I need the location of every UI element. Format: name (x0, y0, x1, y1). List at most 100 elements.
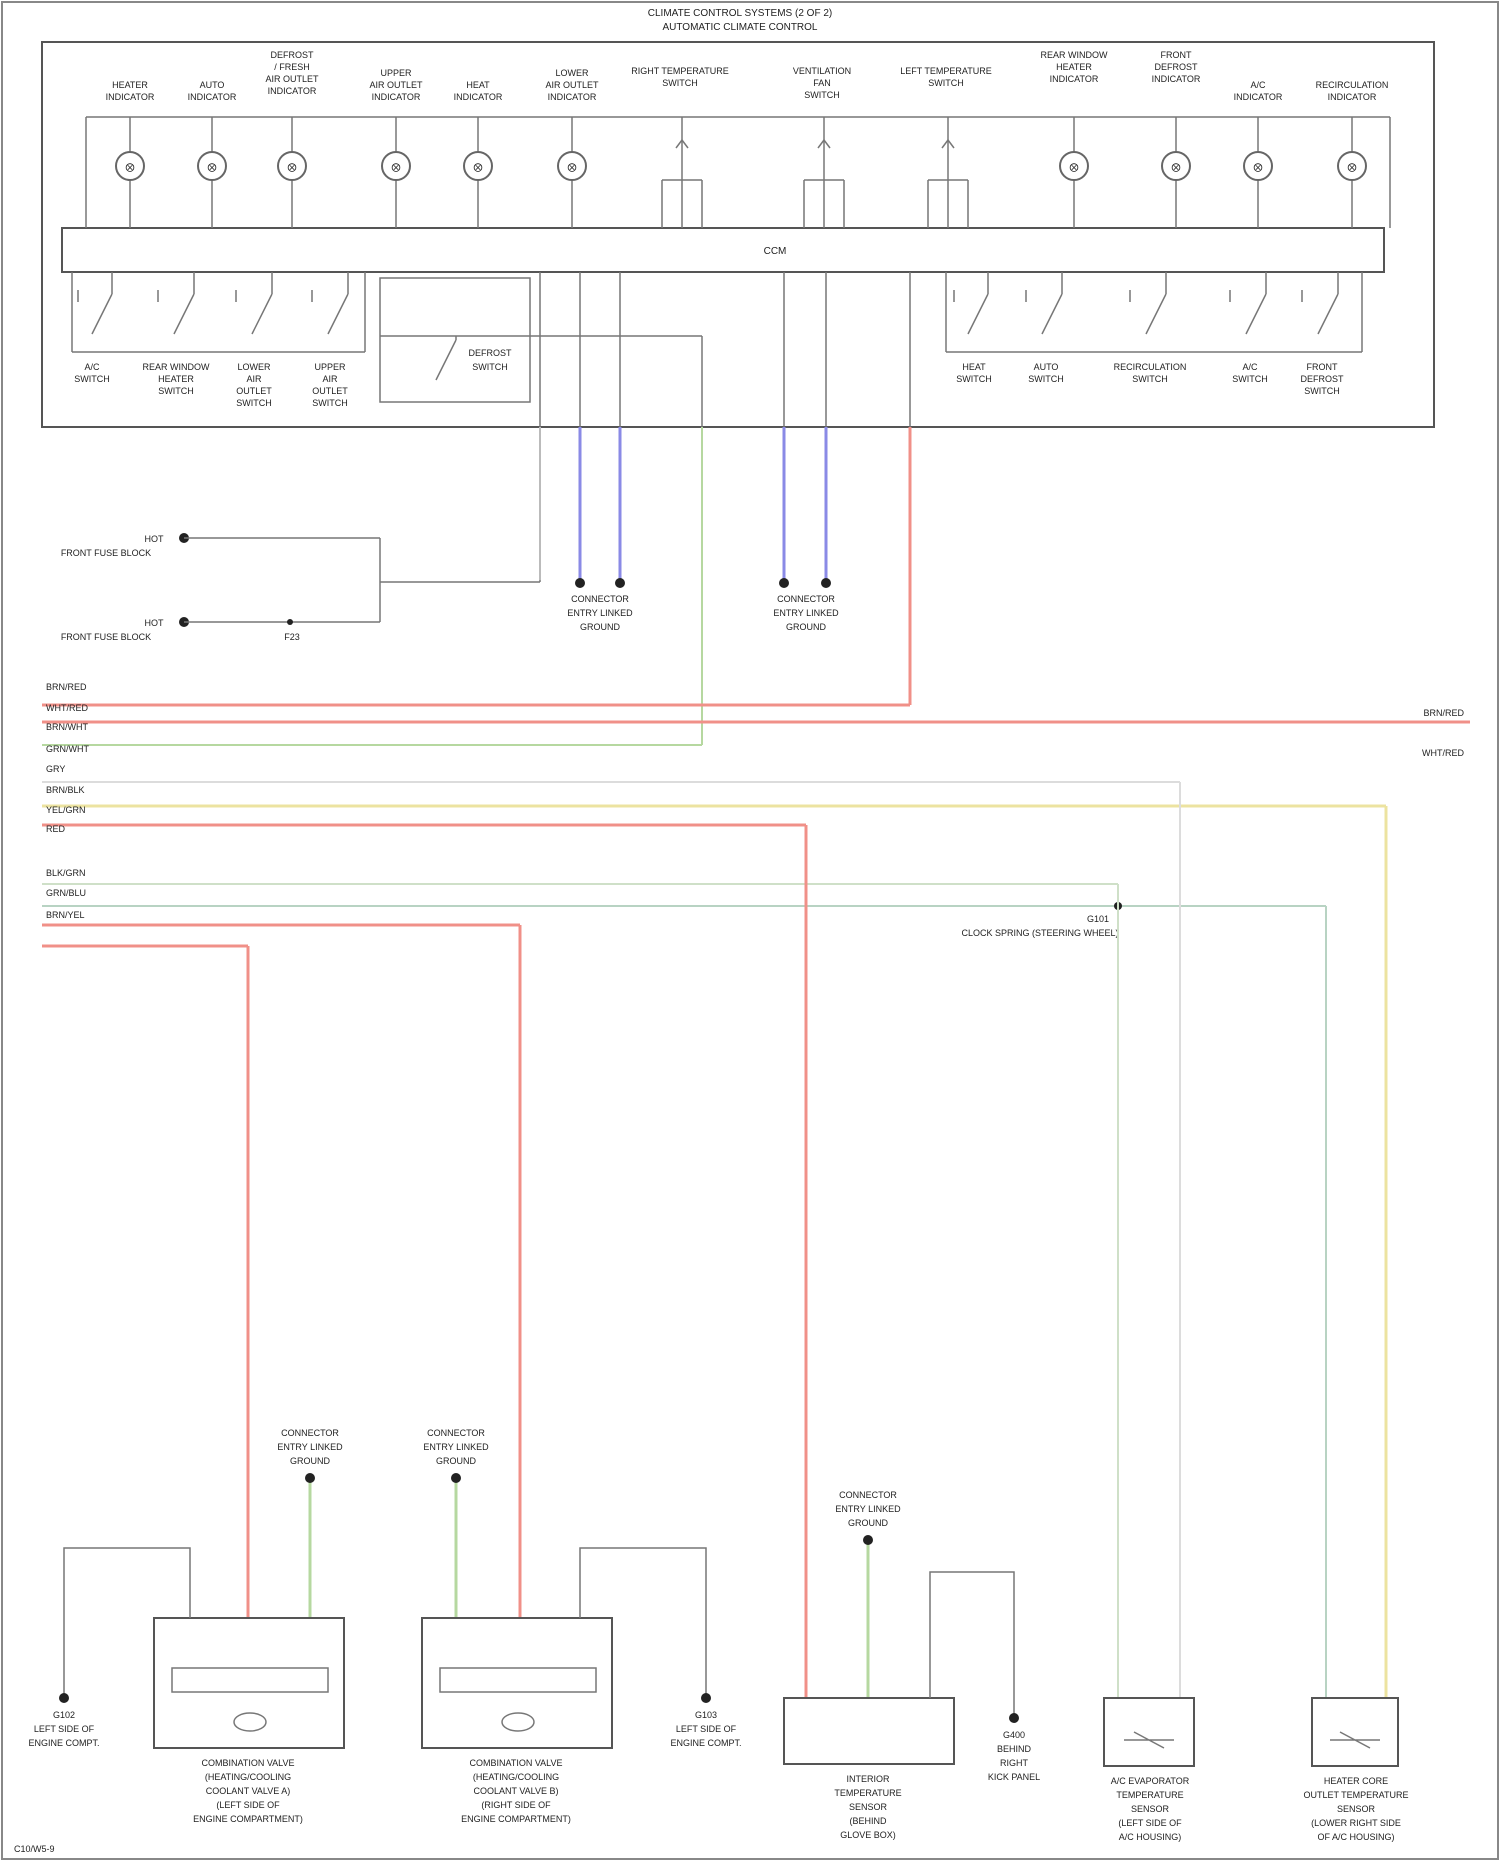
svg-text:⨂: ⨂ (288, 162, 297, 172)
svg-text:AIR OUTLET: AIR OUTLET (369, 80, 423, 90)
switch-contact-icon (158, 272, 194, 334)
svg-text:⨂: ⨂ (208, 162, 217, 172)
indicator-auto: AUTO INDICATOR ⨂ (188, 80, 237, 228)
svg-text:INDICATOR: INDICATOR (454, 92, 503, 102)
interior-temperature-sensor: INTERIOR TEMPERATURE SENSOR (BEHIND GLOV… (784, 1572, 1019, 1840)
svg-text:RIGHT TEMPERATURE: RIGHT TEMPERATURE (631, 66, 729, 76)
svg-text:OUTLET TEMPERATURE: OUTLET TEMPERATURE (1303, 1790, 1408, 1800)
svg-text:SWITCH: SWITCH (74, 374, 110, 384)
svg-text:/ FRESH: / FRESH (274, 62, 310, 72)
svg-text:SWITCH: SWITCH (236, 398, 272, 408)
svg-text:COOLANT VALVE A): COOLANT VALVE A) (206, 1786, 291, 1796)
svg-text:LEFT SIDE OF: LEFT SIDE OF (34, 1724, 95, 1734)
svg-text:INDICATOR: INDICATOR (188, 92, 237, 102)
combination-valve-a: COMBINATION VALVE (HEATING/COOLING COOLA… (59, 1548, 344, 1824)
switch-contact-icon (1130, 272, 1166, 334)
svg-text:FRONT: FRONT (1307, 362, 1338, 372)
svg-text:HEATER CORE: HEATER CORE (1324, 1776, 1388, 1786)
svg-text:INDICATOR: INDICATOR (1328, 92, 1377, 102)
svg-text:FRONT FUSE BLOCK: FRONT FUSE BLOCK (61, 632, 151, 642)
svg-text:CONNECTOR: CONNECTOR (571, 594, 629, 604)
svg-text:A/C: A/C (84, 362, 100, 372)
svg-text:GRN/BLU: GRN/BLU (46, 888, 86, 898)
svg-text:RECIRCULATION: RECIRCULATION (1114, 362, 1187, 372)
svg-text:FAN: FAN (813, 78, 831, 88)
indicator-defrost-fresh-air: DEFROST / FRESH AIR OUTLET INDICATOR ⨂ (265, 50, 319, 228)
svg-text:A/C: A/C (1242, 362, 1258, 372)
svg-text:CONNECTOR: CONNECTOR (281, 1428, 339, 1438)
svg-text:GROUND: GROUND (290, 1456, 330, 1466)
svg-text:SWITCH: SWITCH (1132, 374, 1168, 384)
svg-text:DEFROST: DEFROST (270, 50, 314, 60)
svg-text:SWITCH: SWITCH (804, 90, 840, 100)
svg-text:INDICATOR: INDICATOR (268, 86, 317, 96)
indicator-front-defrost: FRONT DEFROST INDICATOR ⨂ (1152, 50, 1201, 228)
svg-text:(LOWER RIGHT SIDE: (LOWER RIGHT SIDE (1311, 1818, 1401, 1828)
thermistor-icon (1124, 1732, 1174, 1748)
ccm-label: CCM (764, 246, 787, 257)
svg-text:ENGINE COMPARTMENT): ENGINE COMPARTMENT) (193, 1814, 303, 1824)
svg-text:BRN/YEL: BRN/YEL (46, 910, 85, 920)
svg-text:⨂: ⨂ (1254, 162, 1263, 172)
svg-text:LEFT SIDE OF: LEFT SIDE OF (676, 1724, 737, 1734)
svg-text:AUTO: AUTO (1034, 362, 1059, 372)
svg-text:REAR WINDOW: REAR WINDOW (1041, 50, 1109, 60)
svg-text:SWITCH: SWITCH (472, 362, 508, 372)
svg-text:⨂: ⨂ (474, 162, 483, 172)
svg-text:RED: RED (46, 824, 66, 834)
svg-text:A/C: A/C (1250, 80, 1266, 90)
svg-text:(LEFT SIDE OF: (LEFT SIDE OF (1118, 1818, 1182, 1828)
svg-text:F23: F23 (284, 632, 300, 642)
ground-g102: G102 LEFT SIDE OF ENGINE COMPT. (28, 1710, 99, 1748)
svg-text:VENTILATION: VENTILATION (793, 66, 851, 76)
indicator-recirculation: RECIRCULATION INDICATOR ⨂ (1316, 80, 1389, 228)
svg-text:LOWER: LOWER (555, 68, 589, 78)
svg-text:(HEATING/COOLING: (HEATING/COOLING (205, 1772, 291, 1782)
ground-g400: G400 BEHIND RIGHT KICK PANEL (988, 1730, 1040, 1782)
svg-text:CONNECTOR: CONNECTOR (427, 1428, 485, 1438)
svg-text:TEMPERATURE: TEMPERATURE (834, 1788, 901, 1798)
svg-text:ENTRY LINKED: ENTRY LINKED (567, 608, 633, 618)
svg-text:SENSOR: SENSOR (1337, 1804, 1376, 1814)
svg-text:DEFROST: DEFROST (468, 348, 512, 358)
switch-defrost: DEFROST SWITCH (380, 278, 702, 402)
switch-recirculation: RECIRCULATION SWITCH (1114, 272, 1187, 384)
svg-text:GROUND: GROUND (848, 1518, 888, 1528)
switch-contact-icon (954, 272, 988, 334)
svg-text:HEATER: HEATER (158, 374, 194, 384)
module-switch-rail (72, 272, 1362, 352)
svg-text:DEFROST: DEFROST (1154, 62, 1198, 72)
svg-text:GLOVE BOX): GLOVE BOX) (840, 1830, 896, 1840)
svg-text:BRN/RED: BRN/RED (1423, 708, 1464, 718)
svg-text:⨂: ⨂ (568, 162, 577, 172)
svg-text:(BEHIND: (BEHIND (849, 1816, 887, 1826)
svg-text:(RIGHT SIDE OF: (RIGHT SIDE OF (481, 1800, 551, 1810)
solenoid-icon (502, 1713, 534, 1731)
svg-text:INTERIOR: INTERIOR (846, 1774, 890, 1784)
svg-text:⨂: ⨂ (392, 162, 401, 172)
ccm-bus-bar (62, 228, 1384, 272)
svg-text:INDICATOR: INDICATOR (1152, 74, 1201, 84)
switch-contact-icon (436, 336, 456, 380)
heater-core-outlet-temperature-sensor: HEATER CORE OUTLET TEMPERATURE SENSOR (L… (1303, 1698, 1408, 1842)
svg-text:OUTLET: OUTLET (312, 386, 348, 396)
solenoid-icon (234, 1713, 266, 1731)
svg-text:HOT: HOT (145, 618, 165, 628)
svg-text:SWITCH: SWITCH (1028, 374, 1064, 384)
svg-text:⨂: ⨂ (126, 162, 135, 172)
svg-text:SWITCH: SWITCH (956, 374, 992, 384)
svg-text:GROUND: GROUND (786, 622, 826, 632)
svg-text:INDICATOR: INDICATOR (1050, 74, 1099, 84)
svg-text:AUTO: AUTO (200, 80, 225, 90)
svg-text:FRONT FUSE BLOCK: FRONT FUSE BLOCK (61, 548, 151, 558)
svg-text:CONNECTOR: CONNECTOR (839, 1490, 897, 1500)
svg-text:WHT/RED: WHT/RED (46, 703, 88, 713)
fuse-icon (287, 619, 293, 625)
svg-text:SENSOR: SENSOR (1131, 1804, 1170, 1814)
svg-text:FRONT: FRONT (1161, 50, 1192, 60)
switch-contact-icon (236, 272, 272, 334)
svg-text:GROUND: GROUND (436, 1456, 476, 1466)
svg-text:SWITCH: SWITCH (1304, 386, 1340, 396)
svg-text:UPPER: UPPER (314, 362, 346, 372)
